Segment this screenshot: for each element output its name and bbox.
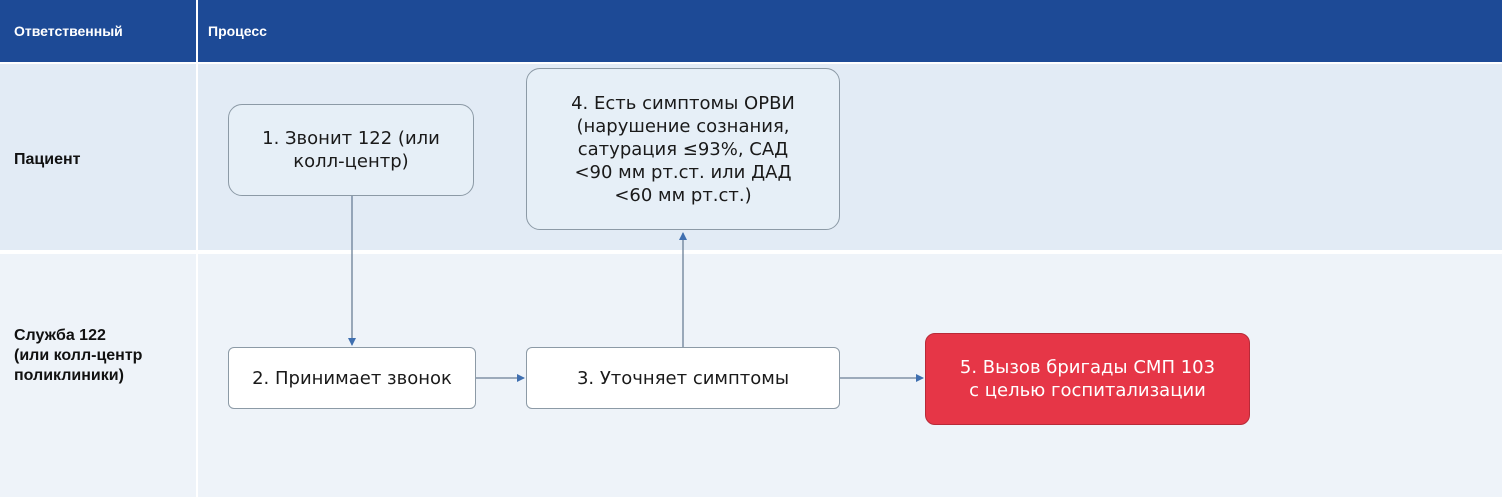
header-responsible: Ответственный (14, 23, 123, 39)
step-5-box: 5. Вызов бригады СМП 103 с целью госпита… (925, 333, 1250, 425)
header-process: Процесс (208, 23, 267, 39)
header-divider (196, 0, 198, 62)
step-4-box: 4. Есть симптомы ОРВИ (нарушение сознани… (526, 68, 840, 230)
lane-label-patient: Пациент (14, 151, 81, 168)
lane-label-service: Служба 122 (или колл-центр поликлиники) (14, 327, 143, 384)
step-3-box: 3. Уточняет симптомы (526, 347, 840, 409)
table-header (0, 0, 1502, 62)
lane-separator (0, 250, 1502, 254)
column-separator (196, 62, 198, 497)
step-1-box: 1. Звонит 122 (или колл-центр) (228, 104, 474, 196)
step-2-box: 2. Принимает звонок (228, 347, 476, 409)
